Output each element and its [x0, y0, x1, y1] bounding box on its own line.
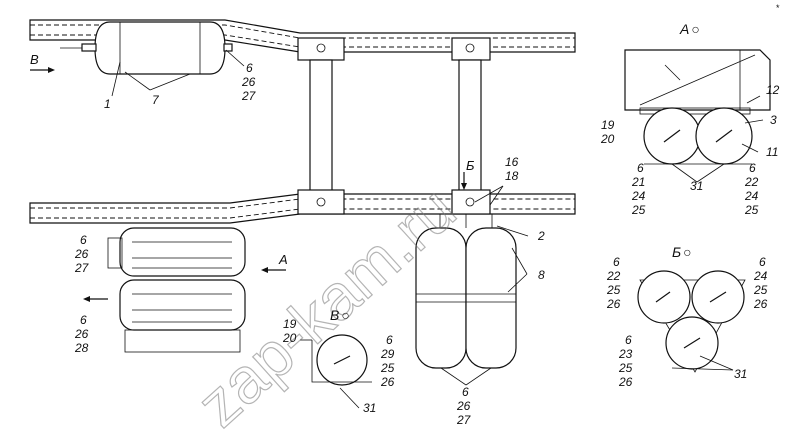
callout: 31	[363, 401, 376, 415]
callout: 3	[770, 113, 777, 127]
view-v-drawing	[300, 334, 372, 386]
callout: 24	[753, 269, 768, 283]
callout: 21	[631, 175, 645, 189]
callout: 31	[734, 367, 747, 381]
callout: 22	[606, 269, 621, 283]
callout: 25	[631, 203, 646, 217]
callout: 26	[74, 327, 89, 341]
corner-mark: *	[776, 3, 780, 13]
receiver-top	[60, 21, 233, 75]
callout: 1	[104, 97, 111, 111]
callout: 6	[386, 333, 393, 347]
callout: 26	[241, 75, 256, 89]
callout: 12	[766, 83, 780, 97]
callout: 25	[380, 361, 395, 375]
callout: 24	[744, 189, 759, 203]
callout: 11	[766, 145, 778, 159]
callout: 31	[690, 179, 703, 193]
leader-lines	[111, 49, 764, 409]
callout: 6	[625, 333, 632, 347]
receiver-left-upper	[119, 227, 246, 277]
callout: 6	[749, 161, 756, 175]
receiver-center	[415, 214, 517, 386]
callout: 27	[456, 413, 472, 427]
callout: 6	[80, 233, 87, 247]
callout: 6	[759, 255, 766, 269]
callout: 20	[282, 331, 297, 345]
callout: 19	[601, 118, 615, 132]
callout: 6	[246, 61, 253, 75]
callout: 6	[462, 385, 469, 399]
receiver-left-lower	[119, 279, 246, 331]
callout: 18	[505, 169, 519, 183]
callout: 20	[600, 132, 615, 146]
callout: 6	[637, 161, 644, 175]
callout: 6	[80, 313, 87, 327]
callout: 27	[241, 89, 257, 103]
callout: 6	[613, 255, 620, 269]
arrow-label-v: B	[30, 52, 39, 67]
callout: 29	[380, 347, 395, 361]
callout: 2	[537, 229, 545, 243]
callout: 16	[505, 155, 519, 169]
arrow-label-b: Б	[466, 158, 475, 173]
arrow-label-a: A	[278, 252, 288, 267]
callout: 26	[618, 375, 633, 389]
view-b-drawing	[637, 270, 746, 373]
callout: 26	[456, 399, 471, 413]
callout: 22	[744, 175, 759, 189]
callout: 19	[283, 317, 297, 331]
cross-member-left	[297, 37, 345, 215]
callout: 27	[74, 261, 90, 275]
callout: 26	[380, 375, 395, 389]
callout: 28	[74, 341, 89, 355]
callout: 7	[152, 93, 160, 107]
callout: 25	[753, 283, 768, 297]
view-a-title: A○	[679, 21, 700, 37]
view-a-drawing	[624, 49, 771, 165]
callout: 26	[606, 297, 621, 311]
callout: 25	[744, 203, 759, 217]
view-v-title: В○	[330, 307, 350, 323]
cross-member-right	[451, 37, 491, 215]
callout: 26	[753, 297, 768, 311]
frame-rail-bottom	[29, 193, 576, 224]
callout: 25	[606, 283, 621, 297]
callout: 23	[618, 347, 633, 361]
view-b-title: Б○	[672, 244, 692, 260]
callout: 8	[538, 268, 545, 282]
receiver-left-bracket	[107, 237, 241, 353]
view-arrows	[30, 67, 467, 302]
callout: 24	[631, 189, 646, 203]
callout: 26	[74, 247, 89, 261]
callout: 25	[618, 361, 633, 375]
